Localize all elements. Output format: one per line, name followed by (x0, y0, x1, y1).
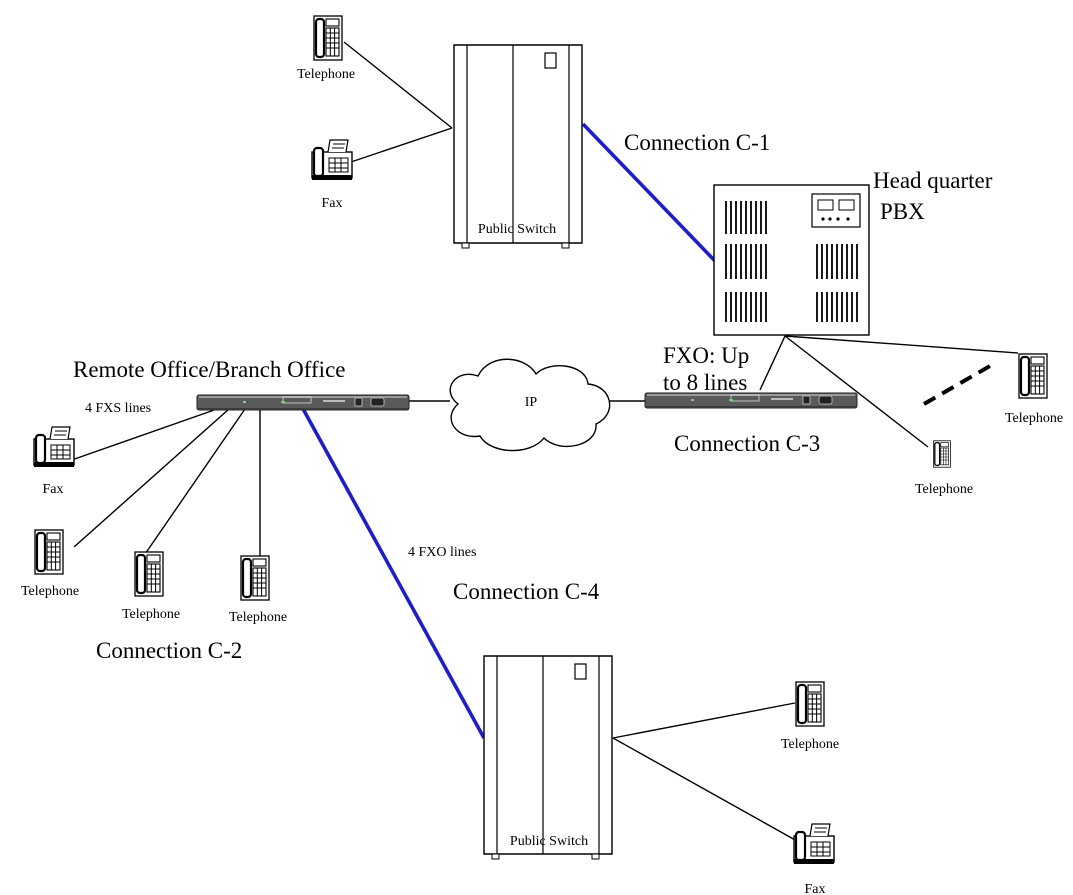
fax-label: Fax (43, 482, 64, 497)
telephone-icon (133, 550, 165, 598)
wire-pbx-to-gateway-hq (759, 335, 786, 391)
telephone-label: Telephone (297, 67, 355, 82)
fax-icon (32, 425, 76, 469)
telephone-icon (33, 528, 65, 576)
wires (65, 41, 1019, 842)
telephone-label: Telephone (229, 610, 287, 625)
pbx-label-line2: PBX (880, 199, 925, 224)
wire-switch-bottom-to-telephone (612, 702, 796, 739)
pbx-label-line1: Head quarter (873, 168, 993, 193)
telephone-remote-2: Telephone (122, 550, 180, 622)
public-switch-top: Public Switch (453, 44, 583, 249)
link-connection-c4 (300, 406, 486, 739)
telephone-hq-right: Telephone (1005, 352, 1063, 426)
telephone-icon (932, 440, 952, 468)
fax-icon (792, 822, 836, 866)
telephone-icon (312, 14, 344, 62)
telephone-icon (794, 680, 826, 728)
link-connection-c1 (581, 122, 718, 264)
telephone-label: Telephone (122, 607, 180, 622)
voip-gateway-icon (196, 394, 410, 411)
telephone-label: Telephone (1005, 411, 1063, 426)
telephone-icon (239, 554, 271, 602)
wire-fax-top-to-switch (350, 127, 453, 163)
telephone-icon (1017, 352, 1049, 400)
fax-icon (310, 138, 354, 182)
connection-c2-label: Connection C-2 (96, 638, 242, 663)
fax-label: Fax (322, 196, 343, 211)
ip-cloud: IP (449, 358, 611, 452)
wire-switch-bottom-to-fax (612, 737, 798, 842)
fxo-up-label-line1: FXO: Up (663, 343, 749, 368)
wire-gateway-to-fax-left (65, 408, 218, 463)
wire-telephone-top-to-switch (343, 41, 453, 129)
telephone-hq-bottom: Telephone (915, 440, 973, 497)
public-switch-bottom: Public Switch (483, 655, 613, 860)
public-switch-bottom-label: Public Switch (510, 834, 588, 849)
voip-gateway-icon (644, 392, 858, 409)
fax-top-left: Fax (310, 138, 354, 211)
more-lines-dashes (923, 364, 991, 406)
telephone-remote-3: Telephone (229, 554, 287, 625)
telephone-remote-1: Telephone (21, 528, 79, 599)
connection-c4-label: Connection C-4 (453, 579, 600, 604)
wire-gateway-to-telephone-2 (142, 408, 246, 558)
fxo-up-label-line2: to 8 lines (663, 370, 747, 395)
ip-cloud-icon (449, 358, 611, 452)
gateway-remote-office (196, 394, 410, 411)
public-switch-icon (453, 44, 583, 249)
wire-gateway-to-telephone-1 (73, 408, 230, 548)
ip-cloud-label: IP (525, 395, 538, 410)
telephone-top-left: Telephone (297, 14, 355, 82)
public-switch-top-label: Public Switch (478, 222, 556, 237)
head-quarter-pbx: Head quarter PBX (713, 168, 993, 336)
fax-remote: Fax (32, 425, 76, 497)
telephone-label: Telephone (915, 482, 973, 497)
telephone-label: Telephone (21, 584, 79, 599)
telephone-label: Telephone (781, 737, 839, 752)
public-switch-icon (483, 655, 613, 860)
fxo-lines-label: 4 FXO lines (408, 545, 476, 560)
connection-c3-label: Connection C-3 (674, 431, 820, 456)
connection-c1-label: Connection C-1 (624, 130, 770, 155)
wire-pbx-to-telephone-bottom (784, 335, 929, 448)
fxs-lines-label: 4 FXS lines (85, 401, 151, 416)
remote-office-label: Remote Office/Branch Office (73, 357, 346, 382)
wire-pbx-to-telephone-right (784, 335, 1019, 354)
gateway-head-quarter (644, 392, 858, 409)
telephone-bottom-right: Telephone (781, 680, 839, 752)
fax-label: Fax (805, 882, 826, 895)
fax-bottom-right: Fax (792, 822, 836, 895)
